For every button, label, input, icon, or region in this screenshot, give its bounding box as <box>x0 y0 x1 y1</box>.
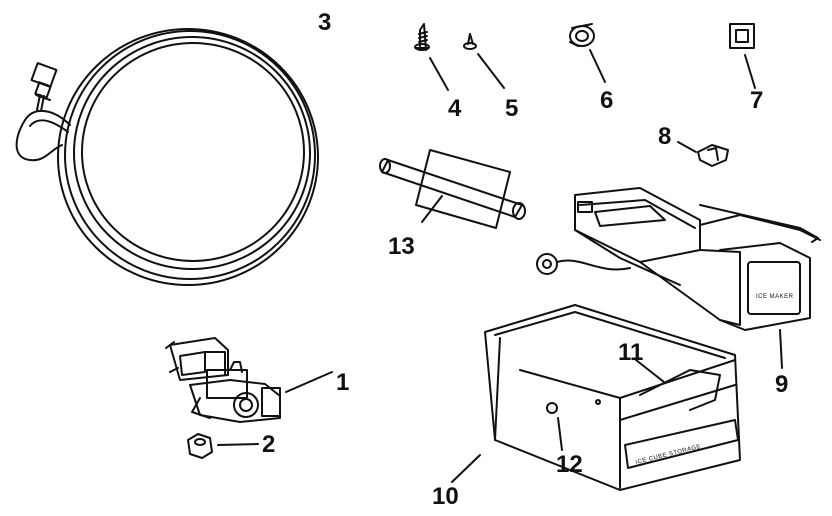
ice-maker-face-label: ICE MAKER <box>756 294 794 300</box>
part-5-screw <box>463 33 505 89</box>
callout-2: 2 <box>262 431 275 458</box>
callout-6: 6 <box>600 87 613 114</box>
part-10-ice-bin <box>451 304 741 491</box>
callout-12: 12 <box>556 451 583 478</box>
part-13-fill-tube <box>379 149 526 229</box>
leader-12 <box>557 417 563 451</box>
part-8-clip <box>677 141 729 167</box>
callout-13: 13 <box>388 233 415 260</box>
leader-11 <box>635 359 665 383</box>
callout-1: 1 <box>336 369 349 396</box>
callout-7: 7 <box>750 87 763 114</box>
part-1-water-valve <box>165 337 333 423</box>
part-3-water-tube-coil <box>15 28 319 286</box>
callout-10: 10 <box>432 483 459 510</box>
part-7-pad <box>729 23 756 89</box>
callout-3: 3 <box>318 9 331 36</box>
callout-4: 4 <box>448 95 462 122</box>
bin-label: ICE CUBE STORAGE <box>635 444 702 466</box>
callout-5: 5 <box>505 95 518 122</box>
part-4-screw <box>414 23 449 91</box>
part-6-clamp <box>569 23 606 83</box>
callout-9: 9 <box>775 371 788 398</box>
callout-8: 8 <box>658 123 671 150</box>
part-2-nut <box>187 433 259 459</box>
callout-11: 11 <box>618 339 643 366</box>
part-9-ice-maker <box>536 187 821 369</box>
